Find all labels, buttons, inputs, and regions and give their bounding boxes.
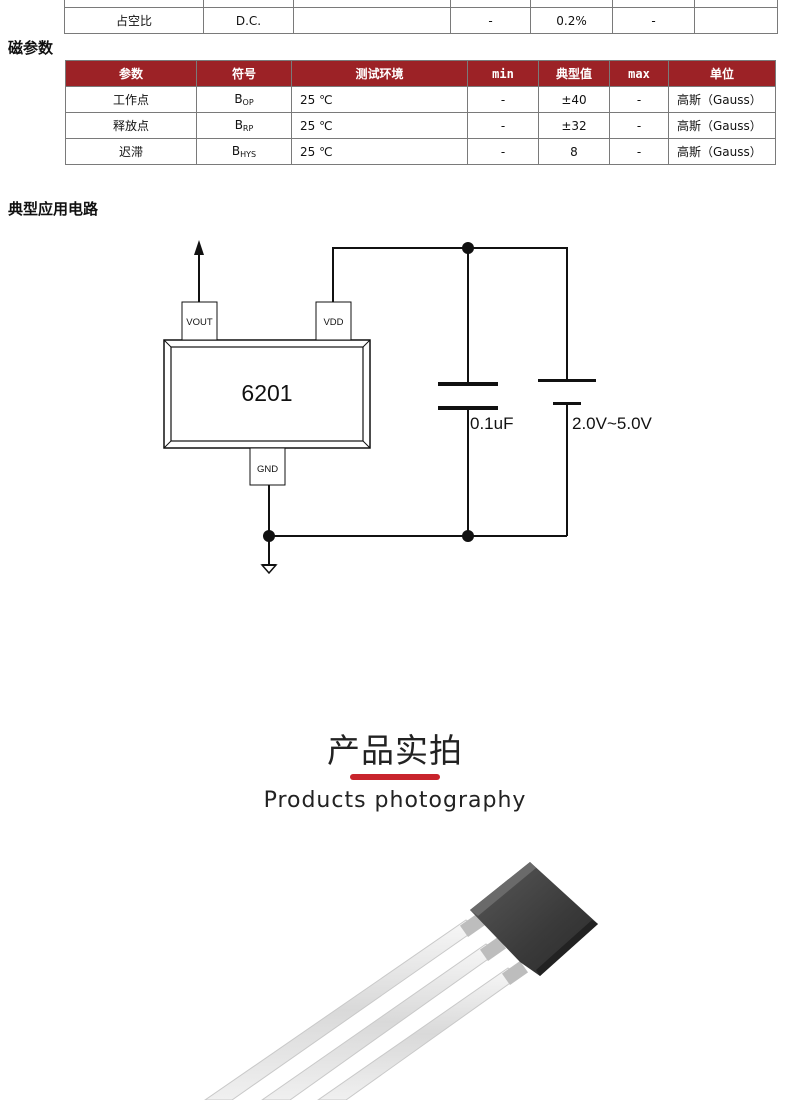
table-row: 迟滞 BHYS 25 ℃ - 8 - 高斯（Gauss） [65,138,776,165]
capacitor-plate-bottom [438,406,498,410]
pin-vdd-label: VDD [323,317,343,328]
cell-condition [293,7,451,34]
accent-bar [350,774,440,780]
cell-typ: ±32 [538,112,610,139]
cell-max: - [609,86,669,113]
cell-max: - [612,7,695,34]
header-symbol: 符号 [196,60,292,87]
cell-condition: 25 ℃ [291,138,468,165]
cell-min: - [467,138,539,165]
cell-symbol: BHYS [196,138,292,165]
symbol-sub: OP [242,98,254,107]
pin-gnd-label: GND [257,464,278,475]
cell-condition: 25 ℃ [291,112,468,139]
cell-min: - [467,112,539,139]
product-photo [204,862,598,1100]
table-row: 工作点 BOP 25 ℃ - ±40 - 高斯（Gauss） [65,86,776,113]
photo-section-title: 产品实拍 [327,731,463,770]
table-row [64,0,778,8]
sensor-leads [204,912,529,1100]
dc-table: 占空比 D.C. - 0.2% - [64,0,778,34]
circuit-section-title: 典型应用电路 [8,200,99,218]
supply-label: 2.0V~5.0V [572,414,653,433]
cell-symbol: BRP [196,112,292,139]
pin-vout-box [181,301,218,341]
vout-arrow-icon [194,240,204,255]
cell-unit: 高斯（Gauss） [668,138,776,165]
cell-param: 占空比 [64,7,204,34]
cell-min: - [450,7,531,34]
cell-unit: 高斯（Gauss） [668,86,776,113]
cell-max: - [609,138,669,165]
cell-max: - [609,112,669,139]
cell-min: - [467,86,539,113]
header-condition: 测试环境 [291,60,468,87]
junction-dot [462,242,474,254]
symbol-sub: RP [242,124,254,133]
table-row: 占空比 D.C. - 0.2% - [64,7,778,34]
symbol-main: B [234,118,243,132]
cell-symbol: BOP [196,86,292,113]
capacitor-label: 0.1uF [470,414,513,433]
cell-param: 迟滞 [65,138,197,165]
photo-section-subtitle: Products photography [263,788,527,813]
cell-typ: 8 [538,138,610,165]
cell-param: 工作点 [65,86,197,113]
header-unit: 单位 [668,60,776,87]
header-param: 参数 [65,60,197,87]
ground-rail-wire [268,485,567,537]
ground-icon [260,564,278,575]
pin-vout-label: VOUT [186,317,213,328]
cell-typ: 0.2% [530,7,613,34]
symbol-sub: HYS [240,150,257,159]
sensor-body [470,862,598,976]
symbol-main: B [231,144,241,158]
junction-dot [462,530,474,542]
cell-condition: 25 ℃ [291,86,468,113]
header-typ: 典型值 [538,60,610,87]
header-min: min [467,60,539,87]
battery-plate-short [553,402,581,405]
magnetic-table: 参数 符号 测试环境 min 典型值 max 单位 工作点 BOP 25 ℃ -… [65,60,776,165]
pin-gnd-box [249,447,286,486]
pin-vdd-box [315,301,352,341]
chip-label: 6201 [241,380,292,406]
magnetic-section-title: 磁参数 [8,39,54,57]
symbol-main: B [234,92,243,106]
cell-typ: ±40 [538,86,610,113]
junction-dot [263,530,275,542]
cell-unit [694,7,778,34]
cell-param: 释放点 [65,112,197,139]
vdd-rail-wire [332,247,568,380]
table-row: 释放点 BRP 25 ℃ - ±32 - 高斯（Gauss） [65,112,776,139]
battery-plate-long [538,379,596,382]
table-header-row: 参数 符号 测试环境 min 典型值 max 单位 [65,60,776,87]
header-max: max [609,60,669,87]
cell-symbol: D.C. [203,7,294,34]
capacitor-plate-top [438,382,498,386]
chip-inner-border [170,346,364,442]
cell-unit: 高斯（Gauss） [668,112,776,139]
circuit-diagram: 6201 VOUT VDD GND 0.1uF 2.0V~5.0V [163,240,653,575]
